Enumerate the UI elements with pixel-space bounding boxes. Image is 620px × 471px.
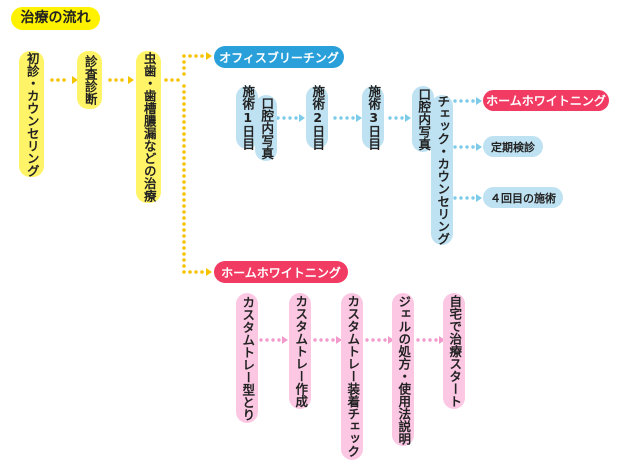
office-step-day3: 施術3日目 bbox=[362, 85, 384, 150]
office-step-day1: 施術1日目 bbox=[236, 85, 258, 150]
step-label: 施術3日目 bbox=[366, 85, 382, 150]
home-step-tray-impression: カスタムトレー型とり bbox=[236, 293, 258, 423]
step-cavity-treatment: 虫歯・歯槽膿漏などの治療 bbox=[136, 51, 161, 203]
office-step-check-counseling: チェック・カウンセリング bbox=[431, 95, 453, 245]
step-label: 自宅で治療スタート bbox=[447, 294, 463, 408]
step-initial-consultation: 初診・カウンセリング bbox=[19, 51, 44, 177]
home-step-gel-prescription: ジェルの処方・使用法説明 bbox=[392, 293, 414, 446]
step-label: カスタムトレー装着チェック bbox=[345, 295, 361, 458]
home-step-tray-creation: カスタムトレー作成 bbox=[289, 293, 311, 409]
step-label: 施術1日目 bbox=[240, 85, 256, 150]
step-examination: 診査診断 bbox=[77, 51, 102, 109]
step-label: 虫歯・歯槽膿漏などの治療 bbox=[141, 52, 157, 202]
office-step-photo-2: 口腔内写真 bbox=[412, 86, 434, 152]
outcome-home-whitening: ホームホワイトニング bbox=[483, 90, 609, 111]
home-whitening-label: ホームホワイトニング bbox=[214, 261, 348, 283]
step-label: ジェルの処方・使用法説明 bbox=[396, 294, 412, 445]
home-step-start-at-home: 自宅で治療スタート bbox=[443, 293, 465, 409]
step-label: カスタムトレー型とり bbox=[240, 295, 256, 421]
step-label: 診査診断 bbox=[82, 55, 98, 105]
step-label: 施術2日目 bbox=[310, 85, 326, 150]
step-label: 口腔内写真 bbox=[259, 96, 275, 160]
step-label: 口腔内写真 bbox=[416, 87, 432, 151]
step-label: カスタムトレー作成 bbox=[293, 294, 309, 408]
outcome-fourth-treatment: ４回目の施術 bbox=[483, 187, 563, 208]
office-step-photo: 口腔内写真 bbox=[255, 95, 277, 161]
outcome-regular-checkup: 定期検診 bbox=[483, 136, 543, 157]
home-step-tray-fitting-check: カスタムトレー装着チェック bbox=[341, 293, 363, 460]
office-step-day2: 施術2日目 bbox=[306, 85, 328, 150]
step-label: 初診・カウンセリング bbox=[24, 51, 40, 177]
step-label: チェック・カウンセリング bbox=[435, 95, 451, 245]
page-title: 治療の流れ bbox=[11, 7, 100, 30]
office-bleaching-label: オフィスブリーチング bbox=[214, 46, 344, 68]
